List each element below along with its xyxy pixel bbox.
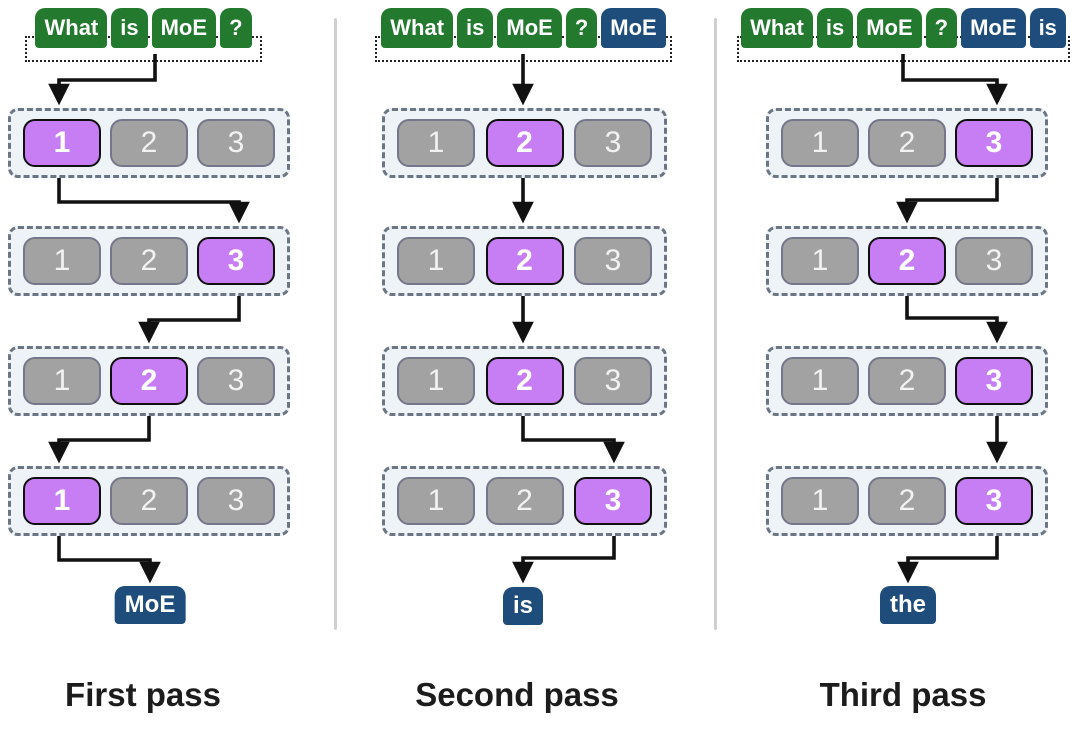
expert-3: 3 [955, 237, 1033, 285]
prompt-token: is [111, 8, 148, 48]
expert-2: 2 [110, 119, 188, 167]
expert-1: 1 [781, 477, 859, 525]
column-divider [334, 18, 337, 630]
prompt-token: ? [220, 8, 252, 48]
arrow-row3-to-row4 [521, 416, 625, 464]
expert-row: 1 2 3 [8, 466, 290, 536]
expert-1: 1 [781, 237, 859, 285]
pass-caption: Second pass [415, 676, 619, 713]
input-token-group: What is MoE ? [25, 8, 262, 62]
expert-2: 2 [868, 477, 946, 525]
expert-1: 1 [397, 357, 475, 405]
prompt-token: What [35, 8, 108, 48]
prompt-token: MoE [497, 8, 562, 48]
input-token-row: What is MoE ? MoE [375, 8, 672, 48]
expert-row: 1 2 3 [8, 346, 290, 416]
input-token-row: What is MoE ? [25, 8, 262, 48]
expert-1: 1 [397, 237, 475, 285]
expert-1: 1 [23, 357, 101, 405]
prompt-token: is [457, 8, 494, 48]
expert-3: 3 [197, 357, 275, 405]
input-token-row: What is MoE ? MoE is [737, 8, 1070, 48]
expert-1: 1 [23, 477, 101, 525]
expert-row: 1 2 3 [382, 346, 667, 416]
expert-2: 2 [868, 119, 946, 167]
expert-row: 1 2 3 [382, 466, 667, 536]
expert-1: 1 [23, 119, 101, 167]
expert-1: 1 [23, 237, 101, 285]
prompt-token: ? [565, 8, 598, 48]
output-token: the [880, 586, 936, 624]
expert-2: 2 [485, 357, 564, 405]
expert-3: 3 [574, 119, 652, 167]
expert-3: 3 [197, 237, 275, 285]
pass-caption: Third pass [819, 676, 987, 713]
expert-row: 1 2 3 [8, 108, 290, 178]
expert-2: 2 [110, 357, 188, 405]
prompt-token: What [381, 8, 454, 48]
expert-3: 3 [197, 477, 275, 525]
prompt-token: MoE [151, 8, 217, 48]
expert-row: 1 2 3 [766, 346, 1048, 416]
input-token-group: What is MoE ? MoE is [737, 8, 1070, 62]
expert-row: 1 2 3 [766, 108, 1048, 178]
arrow-row4-to-output [512, 536, 616, 584]
arrow-row2-to-row3 [138, 296, 241, 344]
expert-row: 1 2 3 [382, 226, 667, 296]
prompt-token: is [816, 8, 854, 48]
expert-3: 3 [955, 477, 1033, 525]
pass-caption: First pass [65, 676, 221, 713]
expert-2: 2 [485, 477, 564, 525]
output-token: is [502, 587, 544, 625]
expert-row: 1 2 3 [766, 226, 1048, 296]
prompt-token: ? [925, 8, 958, 48]
expert-row: 1 2 3 [382, 108, 667, 178]
expert-3: 3 [955, 119, 1033, 167]
expert-2: 2 [110, 237, 188, 285]
expert-2: 2 [868, 357, 946, 405]
generated-token: MoE [961, 8, 1026, 48]
expert-1: 1 [781, 357, 859, 405]
prompt-token: What [741, 8, 813, 48]
expert-3: 3 [574, 357, 652, 405]
output-token: MoE [114, 586, 186, 624]
arrow-row1-to-row2 [57, 178, 250, 224]
arrow-row3-to-row4 [48, 416, 151, 464]
generated-token: is [1029, 8, 1066, 48]
expert-2: 2 [485, 119, 564, 167]
expert-1: 1 [397, 119, 475, 167]
expert-2: 2 [868, 237, 946, 285]
expert-3: 3 [574, 237, 652, 285]
expert-1: 1 [781, 119, 859, 167]
column-divider [714, 18, 717, 630]
expert-2: 2 [485, 237, 564, 285]
generated-token: MoE [601, 8, 666, 48]
expert-3: 3 [955, 357, 1033, 405]
expert-2: 2 [110, 477, 188, 525]
input-token-group: What is MoE ? MoE [375, 8, 672, 62]
arrow-row4-to-output [897, 536, 999, 584]
expert-3: 3 [197, 119, 275, 167]
arrow-row2-to-row3 [905, 296, 1008, 344]
prompt-token: MoE [857, 8, 922, 48]
expert-row: 1 2 3 [766, 466, 1048, 536]
expert-3: 3 [574, 477, 652, 525]
expert-1: 1 [397, 477, 475, 525]
arrow-row4-to-output [57, 536, 161, 584]
expert-row: 1 2 3 [8, 226, 290, 296]
arrow-row1-to-row2 [896, 178, 999, 224]
